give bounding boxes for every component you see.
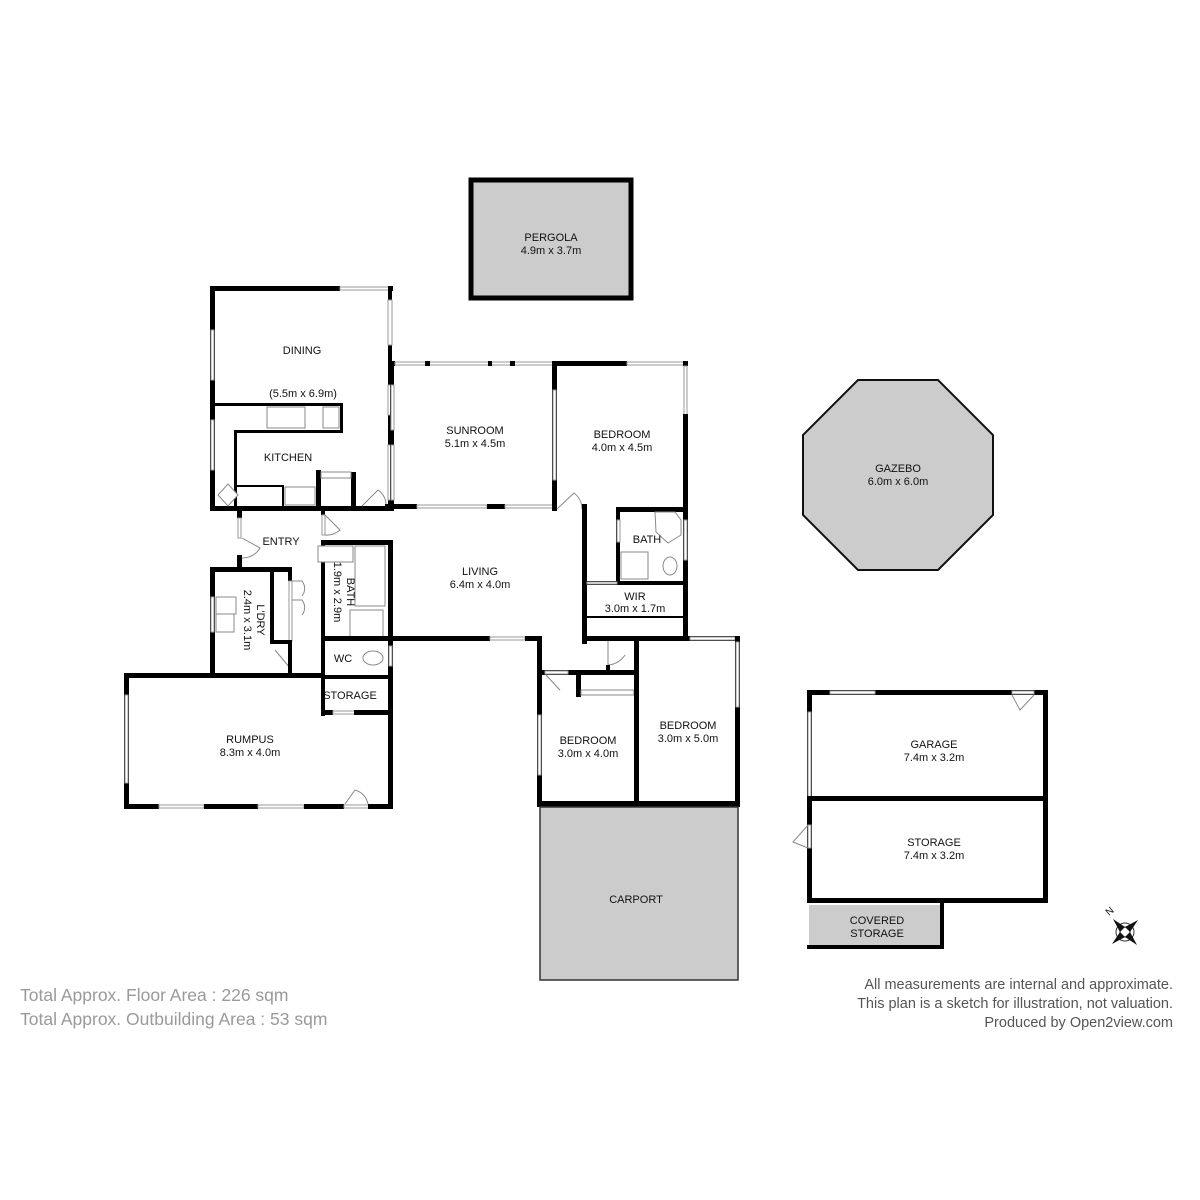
- room-name: BEDROOM: [660, 720, 717, 732]
- room-name: RUMPUS: [226, 734, 274, 746]
- room-gazebo: GAZEBO 6.0m x 6.0m: [802, 379, 994, 571]
- outbuilding-area-text: Total Approx. Outbuilding Area : 53 sqm: [20, 1009, 328, 1029]
- room-name: CARPORT: [609, 894, 663, 906]
- house-labels: DINING (5.5m x 6.9m) KITCHEN SUNROOM 5.1…: [220, 345, 719, 760]
- room-name: LIVING: [462, 566, 498, 578]
- room-name: KITCHEN: [264, 452, 312, 464]
- room-dims: 7.4m x 3.2m: [904, 752, 965, 764]
- room-name: WC: [334, 653, 352, 665]
- room-dims: (5.5m x 6.9m): [269, 388, 337, 400]
- room-name: GARAGE: [910, 739, 957, 751]
- outbuilding-garage: GARAGE 7.4m x 3.2m STORAGE 7.4m x 3.2m: [792, 690, 1048, 903]
- room-name: L'DRY: [254, 604, 266, 636]
- room-dims: 3.0m x 4.0m: [558, 748, 619, 760]
- room-dims: 5.1m x 4.5m: [445, 438, 506, 450]
- area-summary: Total Approx. Floor Area : 226 sqm Total…: [20, 983, 327, 1031]
- disclaimer-line-2: This plan is a sketch for illustration, …: [857, 996, 1173, 1012]
- room-name: STORAGE: [323, 690, 377, 702]
- room-dims: 7.4m x 3.2m: [904, 850, 965, 862]
- room-name: STORAGE: [907, 837, 961, 849]
- room-name: PERGOLA: [524, 232, 578, 244]
- compass-icon: N: [1104, 905, 1138, 945]
- room-dims: 2.4m x 3.1m: [241, 590, 253, 651]
- house-walls: BATH: [124, 286, 740, 809]
- disclaimer-line-1: All measurements are internal and approx…: [864, 977, 1173, 993]
- room-carport: CARPORT: [539, 806, 739, 981]
- room-dims: 3.0m x 1.7m: [605, 603, 666, 615]
- room-name: SUNROOM: [446, 425, 503, 437]
- floor-area-text: Total Approx. Floor Area : 226 sqm: [20, 985, 289, 1005]
- room-name: DINING: [283, 345, 322, 357]
- room-name: ENTRY: [262, 536, 300, 548]
- room-name: BEDROOM: [560, 735, 617, 747]
- producer-credit: Produced by Open2view.com: [984, 1015, 1173, 1031]
- room-name: WIR: [624, 591, 645, 603]
- room-name: BATH: [344, 578, 356, 607]
- room-dims: 4.0m x 4.5m: [592, 442, 653, 454]
- compass-north-label: N: [1104, 905, 1117, 918]
- room-dims: STORAGE: [850, 928, 904, 940]
- room-name: GAZEBO: [875, 463, 921, 475]
- room-name: BATH: [633, 534, 662, 546]
- room-dims: 3.0m x 5.0m: [658, 733, 719, 745]
- room-dims: 6.0m x 6.0m: [868, 476, 929, 488]
- room-covered-storage: COVERED STORAGE: [807, 903, 944, 949]
- room-dims: 1.9m x 2.9m: [331, 562, 343, 623]
- disclaimer: All measurements are internal and approx…: [857, 976, 1173, 1033]
- room-dims: 8.3m x 4.0m: [220, 747, 281, 759]
- room-name: COVERED: [850, 915, 904, 927]
- room-name: BEDROOM: [594, 429, 651, 441]
- room-dims: 6.4m x 4.0m: [450, 579, 511, 591]
- room-dims: 4.9m x 3.7m: [521, 245, 582, 257]
- room-pergola: PERGOLA 4.9m x 3.7m: [468, 177, 634, 301]
